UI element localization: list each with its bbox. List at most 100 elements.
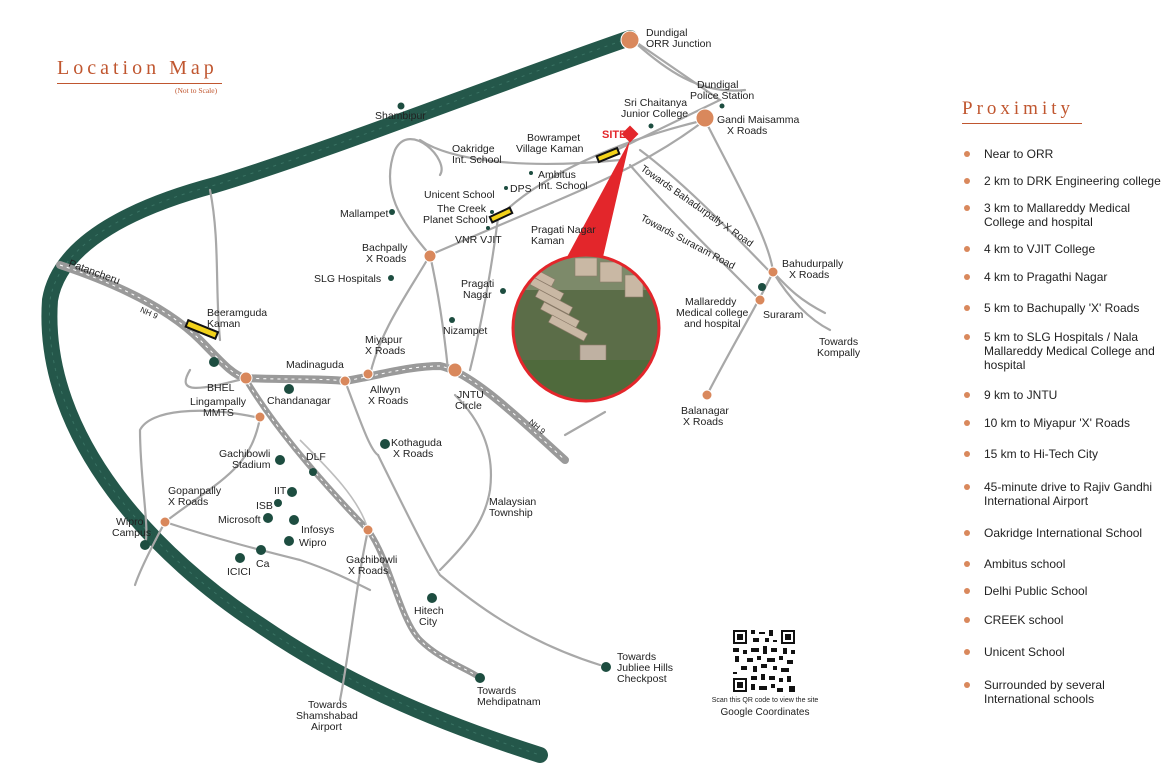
label-unicent: Unicent School — [424, 189, 495, 201]
label-slg: SLG Hospitals — [314, 273, 381, 285]
map-subtitle: (Not to Scale) — [175, 86, 218, 95]
label-microsoft: Microsoft — [218, 514, 261, 526]
orr-label-top: Outer Ring Road — [461, 111, 518, 147]
map-title-underline — [57, 83, 222, 84]
label-infosys: Infosys — [301, 524, 334, 536]
site-render — [513, 255, 659, 401]
place-dots — [140, 102, 766, 683]
proximity-title: Proximity — [962, 98, 1075, 119]
list-item: Ambitus school — [962, 557, 1167, 571]
gachibowli-centerline — [244, 377, 481, 679]
label-icici: ICICI — [227, 566, 251, 578]
junction-bachpally — [423, 249, 437, 263]
junction-miyapur — [362, 368, 374, 380]
list-item: 3 km to Mallareddy Medical College and h… — [962, 201, 1167, 229]
list-item: 2 km to DRK Engineering college — [962, 174, 1167, 188]
list-item: 5 km to SLG Hospitals / Nala Mallareddy … — [962, 330, 1167, 372]
junction-gachibowli — [362, 524, 374, 536]
qr-coordinates-label: Google Coordinates — [720, 707, 810, 718]
list-item: CREEK school — [962, 613, 1167, 627]
map-header: Location Map (Not to Scale) — [57, 57, 227, 95]
label-madinaguda: Madinaguda — [286, 359, 344, 371]
junction-dundigal-orr — [620, 30, 640, 50]
junction-allwyn — [339, 375, 351, 387]
label-suraram: Suraram — [763, 309, 804, 321]
map-title: Location Map — [57, 57, 218, 79]
label-vnr: VNR VJIT — [455, 234, 502, 246]
proximity-underline — [962, 123, 1082, 124]
list-item: 15 km to Hi-Tech City — [962, 447, 1167, 461]
list-item: 4 km to Pragathi Nagar — [962, 270, 1167, 284]
label-isb: ISB — [256, 500, 273, 512]
list-item: Surrounded by several International scho… — [962, 678, 1167, 706]
list-item: Oakridge International School — [962, 526, 1167, 540]
junction-balanagar — [701, 389, 713, 401]
label-wipro: Wipro — [299, 537, 327, 549]
list-item: 4 km to VJIT College — [962, 242, 1167, 256]
qr-caption: Scan this QR code to view the site — [711, 697, 819, 704]
label-iit: IIT — [274, 485, 287, 497]
outer-ring-road-centerline — [48, 37, 631, 756]
junction-jntu — [447, 362, 463, 378]
list-item: Near to ORR — [962, 147, 1167, 161]
label-chandanagar: Chandanagar — [267, 395, 331, 407]
junction-suraram — [754, 294, 766, 306]
proximity-panel: Proximity — [962, 98, 1172, 124]
junctions — [159, 30, 779, 536]
junction-gopanpally — [159, 516, 171, 528]
label-ca: Ca — [256, 558, 270, 570]
location-map: SITE — [41, 27, 861, 763]
nh9-centerline — [59, 264, 566, 461]
site-label: SITE — [602, 129, 626, 141]
list-item: Unicent School — [962, 645, 1167, 659]
list-item: Delhi Public School — [962, 584, 1167, 598]
label-dlf: DLF — [306, 451, 326, 463]
junction-lingampally — [254, 411, 266, 423]
label-nizampet: Nizampet — [443, 325, 487, 337]
list-item: 10 km to Miyapur 'X' Roads — [962, 416, 1167, 430]
site-beam — [560, 140, 630, 270]
site-marker — [621, 125, 639, 143]
junction-gandi-maisamma — [695, 108, 715, 128]
kaman-markers — [184, 146, 621, 341]
label-dps: DPS — [510, 183, 532, 195]
roads-decor — [299, 439, 369, 531]
minor-roads — [133, 36, 832, 702]
junction-bahudurpally — [767, 266, 779, 278]
list-item: 5 km to Bachupally 'X' Roads — [962, 301, 1167, 315]
list-item: 45-minute drive to Rajiv Gandhi Internat… — [962, 480, 1167, 508]
label-shambipur: Shambipur — [375, 110, 426, 122]
qr-code[interactable] — [731, 628, 797, 694]
label-bhel: BHEL — [207, 382, 235, 394]
list-item: 9 km to JNTU — [962, 388, 1167, 402]
